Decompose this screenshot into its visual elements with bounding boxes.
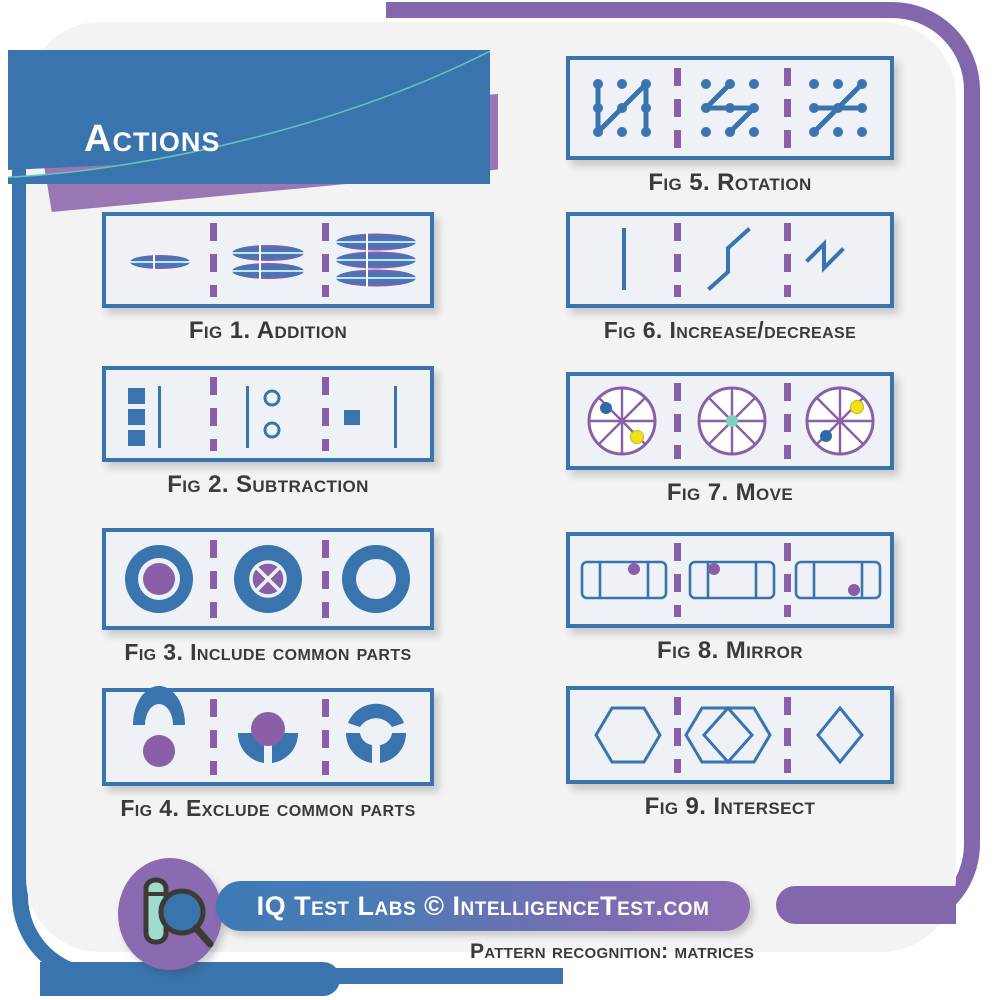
header-ribbon: Actions	[0, 38, 520, 212]
figure-fig2: Fig 2. Subtraction	[102, 366, 434, 499]
divider	[674, 697, 681, 773]
divider	[322, 699, 329, 775]
figure-fig5: Fig 5. Rotation	[566, 56, 894, 197]
caption-fig2: Fig 2. Subtraction	[167, 471, 369, 498]
figure-fig9: Fig 9. Intersect	[566, 686, 894, 821]
figure-fig4: Fig 4. Exclude common parts	[102, 686, 434, 822]
divider	[674, 223, 681, 297]
figure-fig7: Fig 7. Move	[566, 372, 894, 507]
divider	[322, 377, 329, 451]
figure-fig6: Fig 6. Increase/decrease	[566, 212, 894, 344]
panel-fig2	[102, 366, 434, 462]
panel-fig8	[566, 532, 894, 628]
figure-fig3: Fig 3. Include common parts	[102, 528, 434, 666]
divider	[210, 223, 217, 297]
panel-fig6	[566, 212, 894, 308]
divider	[322, 539, 329, 619]
caption-fig5: Fig 5. Rotation	[648, 169, 812, 196]
divider	[210, 539, 217, 619]
panel-fig5	[566, 56, 894, 160]
figure-fig1: Fig 1. Addition	[102, 212, 434, 345]
caption-fig1: Fig 1. Addition	[188, 317, 348, 344]
divider	[784, 383, 791, 459]
caption-fig6: Fig 6. Increase/decrease	[603, 317, 857, 343]
divider	[784, 697, 791, 773]
caption-fig8: Fig 8. Mirror	[657, 637, 803, 664]
footer-subtitle: Pattern recognition: matrices	[470, 940, 755, 963]
divider	[210, 699, 217, 775]
panel-fig9	[566, 686, 894, 784]
divider	[784, 67, 791, 149]
divider	[784, 543, 791, 617]
divider	[674, 543, 681, 617]
caption-fig9: Fig 9. Intersect	[644, 793, 816, 820]
brand-pill-label: IQ Test Labs © IntelligenceTest.com	[256, 891, 710, 921]
page-title: Actions	[84, 118, 221, 160]
divider	[674, 383, 681, 459]
divider	[674, 67, 681, 149]
footer-blue-tag	[40, 962, 340, 996]
iq-logo-icon[interactable]	[118, 858, 222, 970]
divider	[210, 377, 217, 451]
caption-fig4: Fig 4. Exclude common parts	[120, 795, 416, 821]
ribbon-teal-curve	[8, 50, 490, 184]
panel-fig4	[102, 686, 434, 786]
caption-fig7: Fig 7. Move	[666, 479, 794, 506]
divider	[784, 223, 791, 297]
caption-fig3: Fig 3. Include common parts	[124, 639, 412, 665]
panel-fig7	[566, 372, 894, 470]
brand-pill[interactable]: IQ Test Labs © IntelligenceTest.com	[216, 881, 750, 931]
panel-fig1	[102, 212, 434, 308]
footer-purple-tag	[776, 886, 956, 924]
panel-fig3	[102, 528, 434, 630]
divider	[322, 223, 329, 297]
figure-fig8: Fig 8. Mirror	[566, 532, 894, 665]
